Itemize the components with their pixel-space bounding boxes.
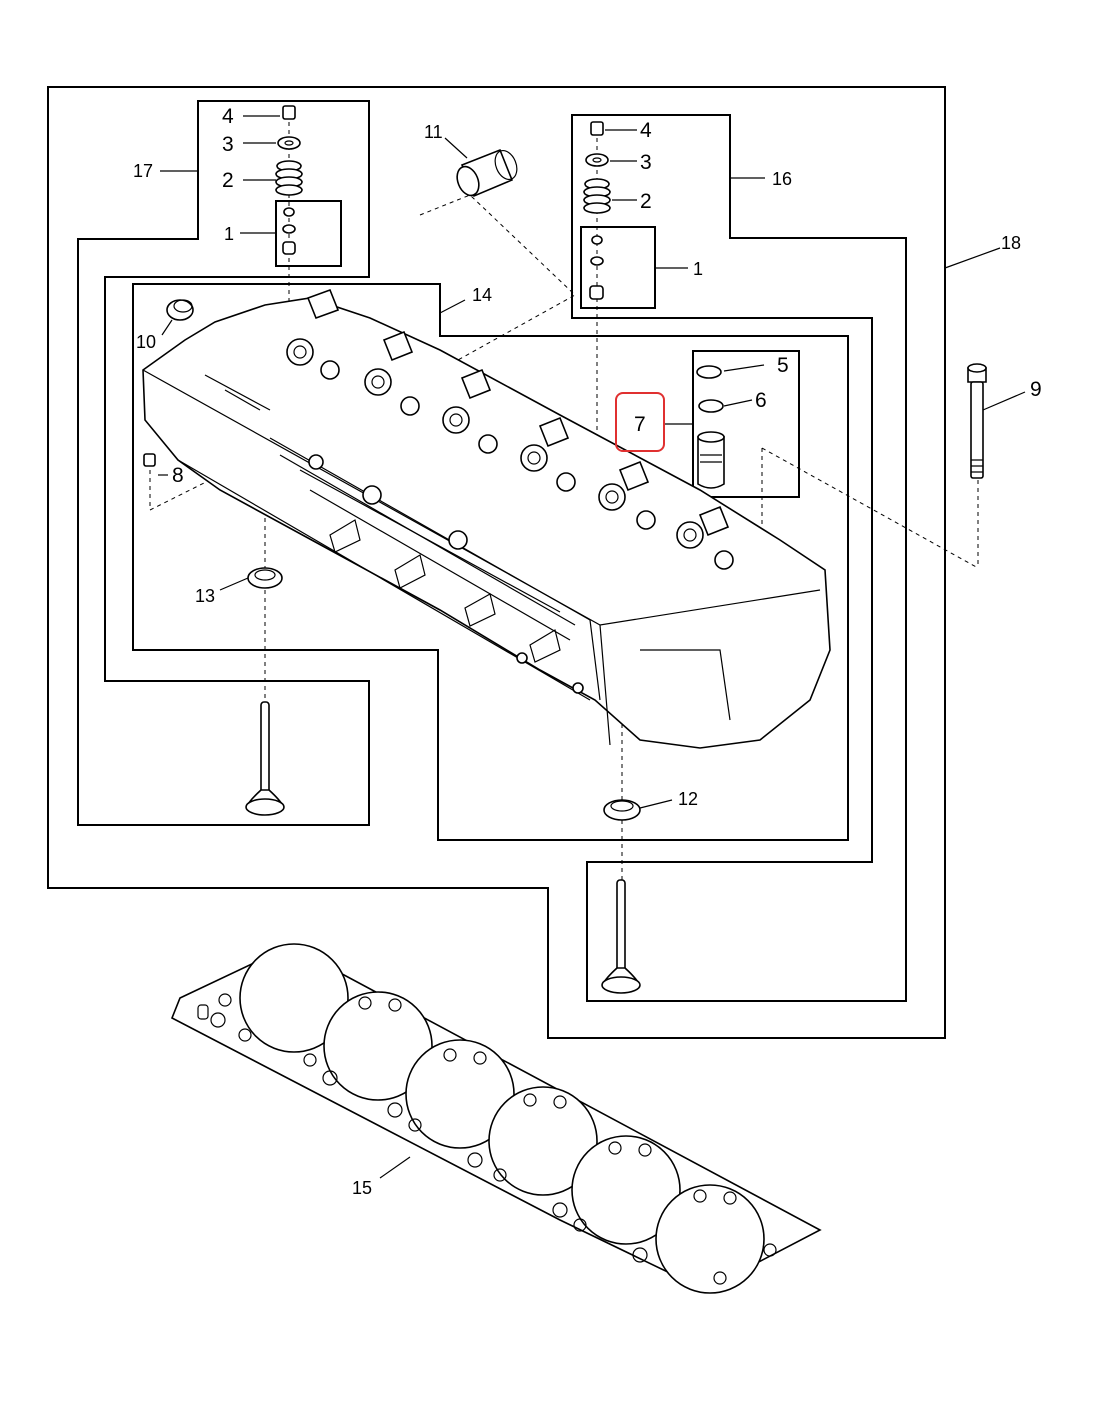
side-ports — [329, 519, 561, 663]
callout-4-left: 4 — [222, 105, 234, 128]
right-valve-spring — [583, 178, 611, 214]
bushing-part — [456, 148, 518, 198]
injector-sleeve-group — [696, 365, 725, 489]
cylinder-head — [142, 288, 831, 749]
plug-8 — [143, 453, 156, 467]
callout-16: 16 — [772, 169, 792, 189]
callout-labels: 4 3 2 1 17 4 3 2 1 16 5 6 7 8 9 10 11 12… — [133, 105, 1042, 1198]
callout-5: 5 — [777, 354, 789, 377]
frame-16 — [571, 114, 907, 1002]
callout-17: 17 — [133, 161, 153, 181]
head-bolt — [967, 363, 987, 479]
valve-seal-12 — [603, 799, 641, 821]
valve-bosses — [286, 338, 734, 694]
valve-right — [601, 879, 641, 994]
callout-18: 18 — [1001, 233, 1021, 253]
callout-13: 13 — [195, 586, 215, 606]
head-tabs — [306, 288, 730, 537]
callout-7: 7 — [634, 413, 646, 436]
callout-3-right: 3 — [640, 151, 652, 174]
frame-18 — [47, 86, 946, 1039]
callout-11: 11 — [424, 122, 443, 142]
callout-14: 14 — [472, 285, 492, 305]
plug-10 — [166, 299, 194, 321]
valve-left — [245, 701, 285, 816]
callout-2-left: 2 — [222, 169, 234, 192]
leader-lines — [158, 115, 1026, 1179]
valve-seal-13 — [247, 567, 283, 589]
callout-1-left: 1 — [224, 224, 234, 244]
callout-3-left: 3 — [222, 133, 234, 156]
head-gasket — [170, 943, 822, 1294]
right-valve-stack — [583, 121, 611, 300]
callout-12: 12 — [678, 789, 698, 809]
left-valve-stack — [275, 105, 303, 255]
highlight-box-7 — [615, 392, 665, 452]
gasket-holes — [197, 993, 777, 1285]
left-valve-spring — [275, 160, 303, 196]
callout-15: 15 — [352, 1178, 372, 1198]
frame-17 — [77, 100, 370, 826]
callout-1-right: 1 — [693, 259, 703, 279]
callout-4-right: 4 — [640, 119, 652, 142]
callout-10: 10 — [136, 332, 156, 352]
callout-8: 8 — [172, 464, 184, 487]
callout-2-right: 2 — [640, 190, 652, 213]
frame-14 — [132, 283, 849, 841]
callout-6: 6 — [755, 389, 767, 412]
callout-9: 9 — [1030, 378, 1042, 401]
